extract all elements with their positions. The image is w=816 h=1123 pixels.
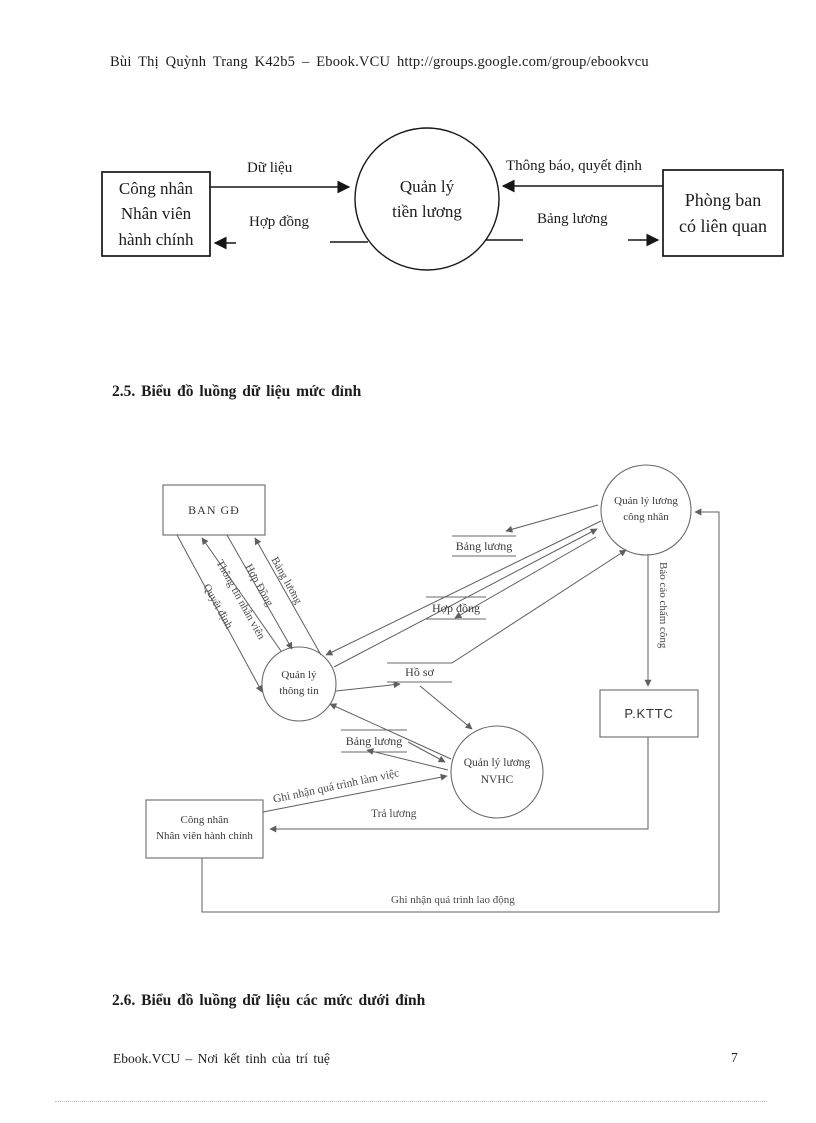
dfd-store-bang-luong-top: Bảng lương [455, 538, 513, 553]
dfd-label-ban-gd: BAN GĐ [188, 502, 240, 517]
dfd-ban-gd-box [162, 484, 266, 536]
page-header: Bùi Thị Quỳnh Trang K42b5 – Ebook.VCU ht… [110, 54, 649, 70]
dfd-flow-bao-cao-cham-cong: Báo cáo chấm công [657, 562, 669, 649]
dfd-label-ql-luong-nvhc: Quản lý lương NVHC [451, 750, 543, 794]
context-diagram-shapes [101, 127, 784, 271]
dfd-label-ql-thong-tin: Quản lý thông tin [262, 662, 336, 706]
dfd-label-pkttc: P.KTTC [624, 706, 674, 721]
flow-label-du-lieu: Dữ liệu [247, 160, 293, 176]
edge-cn-to-store1 [505, 504, 599, 533]
dfd-ql-thong-tin-circle [261, 646, 337, 722]
heading-2-6: 2.6. Biểu đồ luồng dữ liệu các mức dưới … [112, 992, 426, 1009]
edge-cn-to-tt [325, 520, 602, 656]
edge-nvhc-to-store2 [366, 748, 449, 771]
nvhc-line1: Quản lý lương [463, 756, 531, 769]
footer-text: Ebook.VCU – Nơi kết tinh của trí tuệ [113, 1051, 330, 1066]
context-left-entity-label: Công nhân Nhân viên hành chính [102, 172, 210, 256]
cn-line1: Công nhân [180, 814, 229, 827]
dfd-store-ho-so: Hồ sơ [405, 665, 434, 679]
edge-quyet-dinh [176, 534, 263, 693]
left-entity-line3: hành chính [118, 229, 194, 249]
edge-thong-tin-nhan-vien [201, 537, 282, 652]
dfd-pkttc-box [599, 689, 699, 738]
context-process-circle [354, 127, 500, 271]
context-right-entity-box [662, 169, 784, 257]
ql-cn-line1: Quản lý lương [614, 495, 678, 508]
dfd-ql-luong-nvhc-circle [450, 725, 544, 819]
edge-tt-to-cn [333, 528, 598, 668]
nvhc-line2: NVHC [480, 774, 514, 786]
edge-hop-dong-bgd [226, 534, 293, 650]
dfd-store-hop-dong: Hợp đồng [431, 601, 480, 615]
page-break-dotted-line [55, 1101, 767, 1102]
edge-tt-to-hoso [335, 681, 401, 692]
dfd-ql-luong-cn-circle [600, 464, 692, 556]
edge-store2-to-nvhc [407, 741, 446, 763]
dfd-data-stores [341, 535, 516, 753]
footer-page-number: 7 [731, 1050, 738, 1065]
flow-label-hop-dong: Hợp đồng [249, 214, 310, 230]
edge-bang-luong-bgd [254, 537, 322, 656]
right-entity-line2: có liên quan [679, 216, 767, 236]
heading-2-5: 2.5. Biểu đồ luồng dữ liệu mức đỉnh [112, 383, 362, 400]
left-entity-line1: Công nhân [118, 178, 194, 198]
left-entity-line2: Nhân viên [120, 204, 192, 224]
edge-ghi-nhan-lao-dong [201, 508, 720, 913]
dfd-cong-nhan-box [145, 799, 264, 859]
flow-label-bang-luong: Bảng lương [537, 211, 608, 227]
edge-ghi-nhan-lam-viec [262, 773, 448, 813]
dfd-node-shapes [145, 464, 699, 859]
right-entity-line1: Phòng ban [684, 189, 762, 210]
ql-tt-line2: thông tin [279, 685, 319, 697]
process-line2: tiền lương [392, 202, 462, 221]
dfd-label-cong-nhan: Công nhân Nhân viên hành chính [146, 806, 263, 852]
process-line1: Quản lý [399, 176, 455, 196]
cn-line2: Nhân viên hành chính [156, 830, 253, 842]
dfd-flow-lines [176, 504, 720, 913]
edge-cn-to-store-hopdong [454, 536, 597, 619]
edge-hoso-to-cn [451, 549, 627, 664]
dfd-flow-tra-luong: Trả lương [371, 808, 417, 820]
ql-cn-line2: công nhân [623, 511, 669, 523]
dfd-store-bang-luong-bottom: Bảng lương [345, 734, 403, 748]
dfd-label-ql-luong-cn: Quản lý lương công nhân [601, 488, 691, 532]
context-diagram-flows [210, 179, 663, 250]
context-process-label: Quản lý tiền lương [355, 128, 499, 270]
ql-tt-line1: Quản lý [281, 669, 317, 682]
dfd-flow-ghi-nhan-lao-dong: Ghi nhận quá trình lao động [391, 894, 515, 906]
edge-hoso-to-nvhc [419, 685, 473, 730]
context-right-entity-label: Phòng ban có liên quan [663, 170, 783, 256]
edge-nvhc-to-tt [329, 703, 452, 760]
flow-label-thong-bao: Thông báo, quyết định [506, 158, 642, 174]
context-left-entity-box [101, 171, 211, 257]
edge-tra-luong [269, 737, 649, 833]
